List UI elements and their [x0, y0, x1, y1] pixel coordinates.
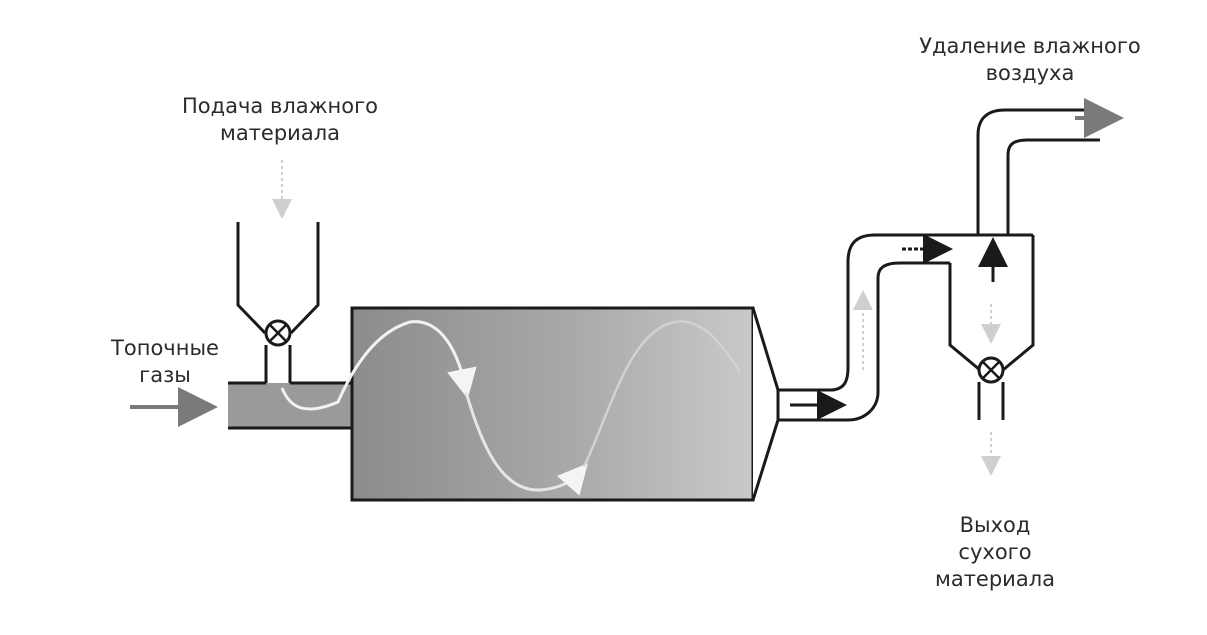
feed-chute [264, 345, 292, 383]
gases-label-line2: газы [139, 363, 191, 387]
material-path-faded [582, 320, 742, 467]
feed-valve-icon [264, 319, 292, 347]
exhaust-label: Удаление влажного воздуха [880, 33, 1180, 87]
material-path-bright [280, 320, 477, 411]
outlet-duct [778, 233, 1033, 422]
exhaust-label-line1: Удаление влажного [919, 34, 1141, 58]
gases-label: Топочные газы [80, 335, 250, 389]
inlet-pipe [228, 381, 354, 430]
discharge-chute [977, 382, 1005, 420]
feed-label: Подача влажного материала [150, 93, 410, 147]
discharge-valve-icon [977, 356, 1005, 384]
feed-label-line2: материала [219, 121, 340, 145]
dryer-drum [350, 306, 755, 502]
material-path-main [464, 391, 588, 496]
cyclone-separator [948, 235, 1035, 372]
gases-label-line1: Топочные [111, 336, 219, 360]
exhaust-label-line2: воздуха [985, 61, 1075, 85]
exhaust-stack [976, 108, 1100, 235]
feed-hopper [236, 222, 320, 335]
drum-outlet-cone [751, 307, 780, 501]
feed-label-line1: Подача влажного [181, 94, 379, 118]
output-label-line2: сухого [958, 540, 1032, 564]
output-label: Выход сухого материала [880, 512, 1110, 593]
output-label-line3: материала [934, 567, 1055, 591]
output-label-line1: Выход [959, 513, 1031, 537]
